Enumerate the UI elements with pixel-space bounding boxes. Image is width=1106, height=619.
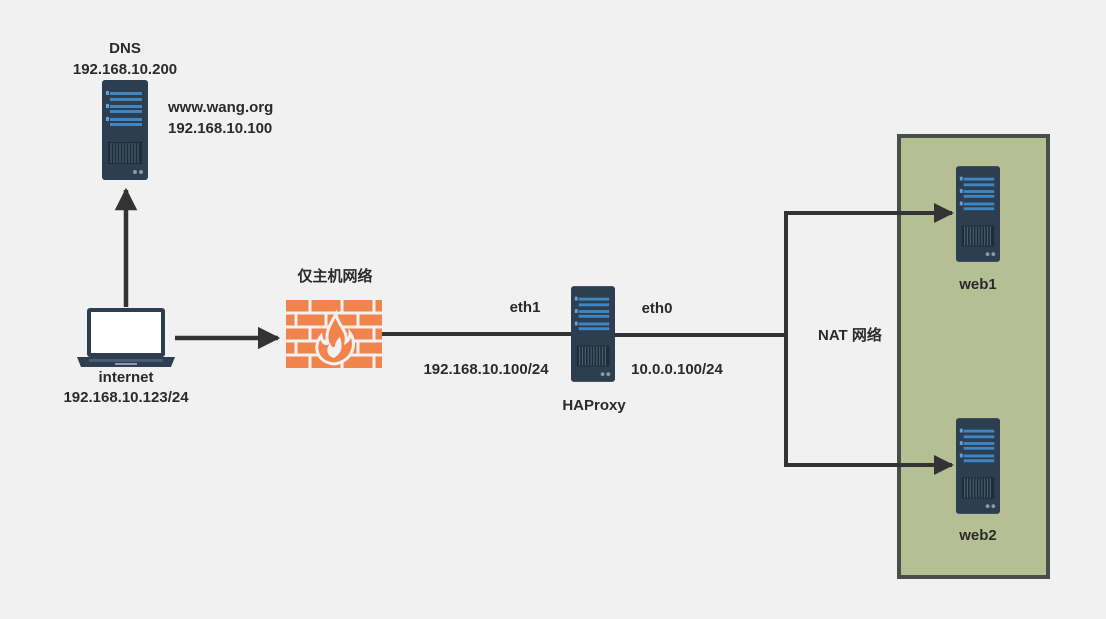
eth1-label: eth1: [509, 299, 541, 316]
nat-network-label: NAT 网络: [818, 327, 882, 344]
eth0-label: eth0: [641, 300, 673, 317]
web2-name: web2: [959, 527, 997, 544]
client-ip: 192.168.10.123/24: [63, 389, 189, 406]
dns-ip: 192.168.10.200: [72, 61, 178, 78]
client-name: internet: [98, 369, 154, 386]
eth1-ip: 192.168.10.100/24: [423, 361, 549, 378]
dns-record-ip: 192.168.10.100: [168, 120, 273, 137]
dns-record-domain: www.wang.org: [168, 99, 274, 116]
dns-title: DNS: [109, 40, 141, 57]
eth0-ip: 10.0.0.100/24: [631, 361, 723, 378]
firewall-network-label: 仅主机网络: [297, 268, 373, 285]
haproxy-name: HAProxy: [562, 397, 626, 414]
web1-name: web1: [959, 276, 997, 293]
